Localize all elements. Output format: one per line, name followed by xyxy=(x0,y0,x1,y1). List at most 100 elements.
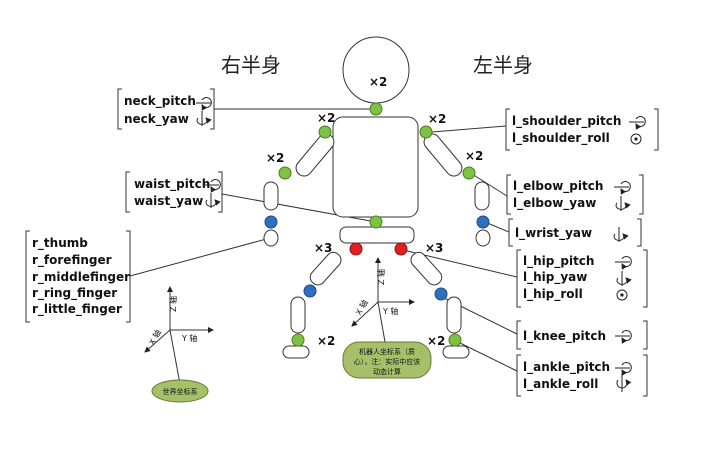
l-ankle-multiplier: ×2 xyxy=(427,334,445,348)
l-elbow-yaw-label: l_elbow_yaw xyxy=(513,196,596,211)
pitch-icon xyxy=(614,181,631,195)
left-shin xyxy=(446,296,462,334)
waist-pitch-label: waist_pitch xyxy=(134,177,210,192)
left-hip-joint xyxy=(394,242,408,256)
robot-z-axis-label: Z 轴 xyxy=(376,269,386,285)
neck-joint xyxy=(369,102,383,116)
pelvis xyxy=(339,226,415,244)
right-ankle-joint xyxy=(291,333,305,347)
left-wrist-joint xyxy=(476,215,490,229)
right-knee-joint xyxy=(303,284,317,298)
r-thumb-label: r_thumb xyxy=(32,236,88,251)
world-frame: Z 轴 Y 轴 X 轴 世界坐标系 xyxy=(144,286,214,403)
l-ankle-roll-label: l_ankle_roll xyxy=(523,377,598,392)
right-upper-arm xyxy=(295,133,335,177)
world-y-axis-label: Y 轴 xyxy=(181,333,197,343)
waist-label-box: waist_pitch waist_yaw xyxy=(125,171,223,213)
right-thigh xyxy=(309,251,342,286)
head xyxy=(342,36,410,104)
roll-icon xyxy=(616,289,628,301)
world-frame-label-bubble xyxy=(151,379,209,403)
pitch-icon xyxy=(615,330,632,344)
right-half-heading: 右半身 xyxy=(221,53,281,77)
robot-figure xyxy=(263,36,491,359)
l-wrist-yaw-label: l_wrist_yaw xyxy=(515,226,592,241)
robot-frame-label-line-3: 动态计算 xyxy=(373,367,401,376)
l-shoulder-pitch-label: l_shoulder_pitch xyxy=(512,114,621,129)
left-foot xyxy=(442,345,470,359)
ankle-label-box: l_ankle_pitch l_ankle_roll xyxy=(516,354,648,397)
yaw-icon xyxy=(616,271,632,286)
waist-joint xyxy=(369,215,383,229)
left-thigh xyxy=(410,251,443,286)
right-hip-joint xyxy=(349,242,363,256)
pitch-icon xyxy=(615,256,632,270)
pitch-icon xyxy=(615,362,632,376)
joint-multipliers: ×2 ×2 ×2 ×2 ×2 ×3 ×3 ×2 ×2 xyxy=(266,75,483,348)
wrist-label-box: l_wrist_yaw xyxy=(508,218,642,247)
robot-y-axis-label: Y 轴 xyxy=(382,306,398,316)
l-shoulder-roll-label: l_shoulder_roll xyxy=(512,131,610,146)
r-elbow-multiplier: ×2 xyxy=(266,151,284,165)
l-elbow-multiplier: ×2 xyxy=(465,149,483,163)
left-hand xyxy=(475,229,491,247)
left-half-heading: 左半身 xyxy=(473,53,533,77)
right-foot xyxy=(282,345,310,359)
l-elbow-pitch-label: l_elbow_pitch xyxy=(513,179,603,194)
waist-yaw-label: waist_yaw xyxy=(134,194,203,209)
l-shoulder-multiplier: ×2 xyxy=(428,112,446,126)
r-little-finger-label: r_little_finger xyxy=(32,302,122,317)
yaw-icon xyxy=(205,193,221,208)
r-middlefinger-label: r_middlefinger xyxy=(32,270,130,285)
r-ring-finger-label: r_ring_finger xyxy=(32,286,117,301)
right-hand-label-box: r_thumb r_forefinger r_middlefinger r_ri… xyxy=(25,230,131,323)
right-shoulder-joint xyxy=(318,125,332,139)
robot-frame-label-line-1: 机器人坐标系（质 xyxy=(359,347,415,356)
robot-frame: Z 轴 Y 轴 X 轴 机器人坐标系（质 心），注：实际中应该 动态计算 xyxy=(342,257,432,379)
left-elbow-joint xyxy=(462,166,476,180)
robot-frame-label-line-2: 心），注：实际中应该 xyxy=(354,357,421,366)
hip-label-box: l_hip_pitch l_hip_yaw l_hip_roll xyxy=(516,249,648,308)
left-ankle-joint xyxy=(448,333,462,347)
pitch-icon xyxy=(629,116,646,130)
right-hand xyxy=(263,229,279,247)
knee-label-box: l_knee_pitch xyxy=(516,320,648,350)
r-ankle-multiplier: ×2 xyxy=(317,334,335,348)
pitch-icon xyxy=(204,179,221,193)
world-z-axis-label: Z 轴 xyxy=(168,296,178,312)
world-x-axis-label: X 轴 xyxy=(146,328,163,347)
neck-yaw-label: neck_yaw xyxy=(124,112,189,127)
left-knee-joint xyxy=(434,287,448,301)
pitch-icon xyxy=(196,97,212,111)
left-forearm xyxy=(474,181,490,211)
r-shoulder-multiplier: ×2 xyxy=(317,111,335,125)
yaw-icon xyxy=(196,111,212,126)
roll-icon xyxy=(630,133,642,145)
roll-icon xyxy=(616,374,632,392)
l-hip-yaw-label: l_hip_yaw xyxy=(523,270,587,285)
left-shoulder-joint xyxy=(419,125,433,139)
head-multiplier: ×2 xyxy=(369,75,387,89)
yaw-icon xyxy=(615,196,631,211)
neck-pitch-label: neck_pitch xyxy=(124,94,196,109)
shoulder-label-box: l_shoulder_pitch l_shoulder_roll xyxy=(505,108,659,151)
yaw-icon xyxy=(613,227,629,242)
elbow-label-box: l_elbow_pitch l_elbow_yaw xyxy=(506,174,644,215)
robot-frame-label-bubble xyxy=(342,341,432,379)
l-knee-pitch-label: l_knee_pitch xyxy=(523,329,606,344)
right-forearm xyxy=(263,181,279,211)
neck-label-box: neck_pitch neck_yaw xyxy=(117,88,215,130)
l-hip-pitch-label: l_hip_pitch xyxy=(523,254,594,269)
l-hip-multiplier: ×3 xyxy=(425,241,443,255)
l-ankle-pitch-label: l_ankle_pitch xyxy=(523,360,610,375)
world-frame-label: 世界坐标系 xyxy=(163,387,198,396)
robot-x-axis-label: X 轴 xyxy=(353,298,370,317)
right-wrist-joint xyxy=(264,215,278,229)
r-forefinger-label: r_forefinger xyxy=(32,253,112,268)
right-shin xyxy=(290,296,306,334)
right-elbow-joint xyxy=(278,166,292,180)
r-hip-multiplier: ×3 xyxy=(314,241,332,255)
torso xyxy=(332,116,419,218)
